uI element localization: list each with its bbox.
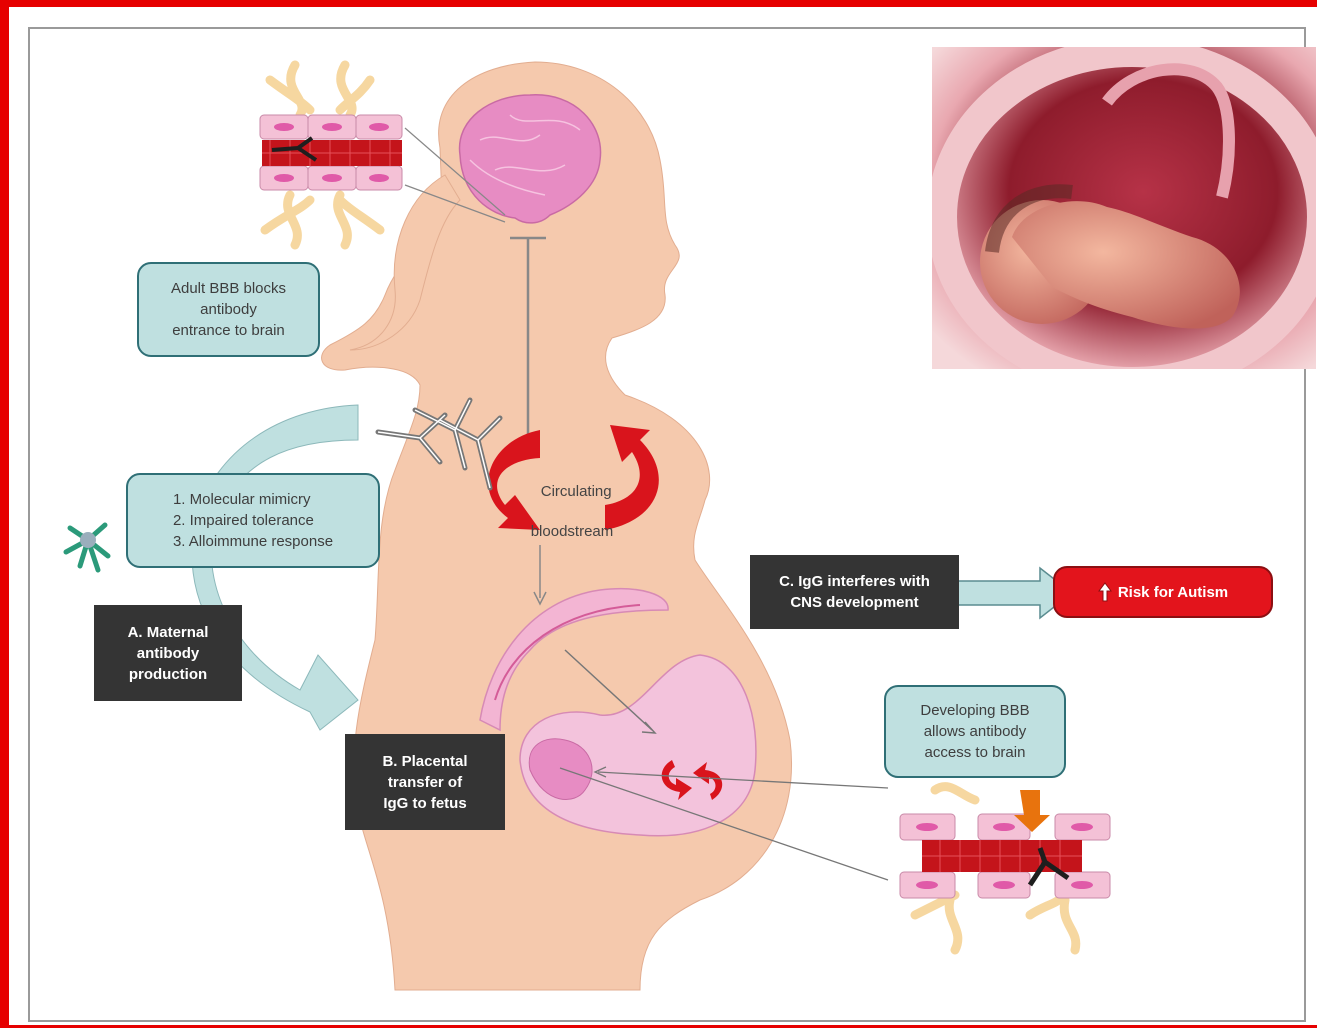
up-arrow-icon <box>1098 582 1112 602</box>
igg-line-2: CNS development <box>779 592 930 613</box>
developing-bbb-line-2: allows antibody <box>920 721 1029 742</box>
circulating-line-1: Circulating <box>541 483 612 500</box>
maternal-antibody-box: A. Maternal antibody production <box>94 605 242 701</box>
developing-bbb-illustration <box>900 787 1110 950</box>
adult-bbb-line-1: Adult BBB blocks <box>171 278 286 299</box>
maternal-line-2: antibody <box>128 643 209 664</box>
adult-bbb-box: Adult BBB blocks antibody entrance to br… <box>137 262 320 357</box>
mechanism-2: 2. Impaired tolerance <box>173 510 333 531</box>
maternal-line-1: A. Maternal <box>128 622 209 643</box>
circulating-line-2: bloodstream <box>531 523 614 540</box>
adult-bbb-illustration <box>260 65 402 245</box>
developing-bbb-box: Developing BBB allows antibody access to… <box>884 685 1066 778</box>
adult-bbb-line-3: entrance to brain <box>171 320 286 341</box>
risk-label: Risk for Autism <box>1118 584 1228 601</box>
mechanism-3: 3. Alloimmune response <box>173 531 333 552</box>
maternal-line-3: production <box>128 664 209 685</box>
placental-line-1: B. Placental <box>382 751 467 772</box>
placental-transfer-box: B. Placental transfer of IgG to fetus <box>345 734 505 830</box>
mechanisms-box: 1. Molecular mimicry 2. Impaired toleran… <box>126 473 380 568</box>
igg-interferes-box: C. IgG interferes with CNS development <box>750 555 959 629</box>
mechanism-1: 1. Molecular mimicry <box>173 489 333 510</box>
placental-line-3: IgG to fetus <box>382 793 467 814</box>
adult-bbb-line-2: antibody <box>171 299 286 320</box>
igg-line-1: C. IgG interferes with <box>779 571 930 592</box>
placental-line-2: transfer of <box>382 772 467 793</box>
developing-bbb-line-3: access to brain <box>920 742 1029 763</box>
fetus-photo <box>932 47 1316 369</box>
developing-bbb-line-1: Developing BBB <box>920 700 1029 721</box>
risk-for-autism-box: Risk for Autism <box>1053 566 1273 618</box>
circulating-label: Circulating bloodstream <box>522 462 622 542</box>
immune-cell-icon <box>66 525 108 570</box>
